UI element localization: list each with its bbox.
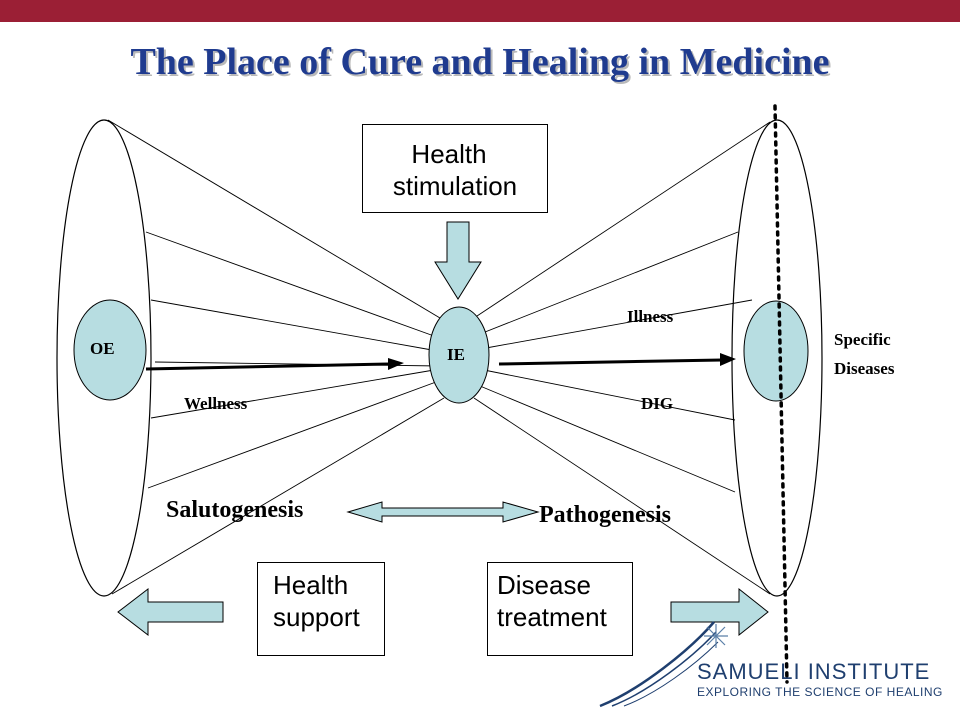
specific-diseases-label-1: Specific [834, 330, 891, 349]
disease-treatment-box: Disease treatment [487, 562, 633, 656]
slide-title: The Place of Cure and Healing in Medicin… [130, 41, 830, 83]
health-support-line-1: Health [273, 570, 349, 600]
top-bar [0, 0, 960, 22]
health-stimulation-box: Health stimulation [362, 124, 548, 213]
dig-label: DIG [641, 394, 674, 413]
right-cone-lines [473, 121, 771, 595]
disease-treatment-line-2: treatment [497, 602, 607, 632]
specific-diseases-label-2: Diseases [834, 359, 895, 378]
logo-name: SAMUELI INSTITUTE [697, 659, 931, 684]
double-headed-arrow [346, 501, 540, 523]
dotted-divider [773, 104, 789, 684]
down-block-arrow [434, 221, 482, 300]
health-stimulation-line-2: stimulation [392, 171, 518, 201]
health-stimulation-line-1: Health [411, 139, 487, 169]
samueli-logo-mark [599, 621, 728, 708]
wellness-arrow [145, 362, 391, 371]
left-cone-lines [107, 119, 445, 595]
health-support-box: Health support [257, 562, 385, 656]
oe-label: OE [90, 339, 115, 358]
ie-node [428, 306, 490, 404]
illness-arrow [498, 358, 723, 366]
logo-tagline: EXPLORING THE SCIENCE OF HEALING [697, 685, 943, 699]
salutogenesis-label: Salutogenesis [166, 497, 304, 523]
disease-treatment-line-1: Disease [497, 570, 591, 600]
illness-label: Illness [627, 307, 674, 326]
health-support-line-2: support [273, 602, 360, 632]
specific-diseases-node [743, 300, 809, 402]
wellness-label: Wellness [184, 394, 248, 413]
oe-node [73, 299, 147, 401]
pathogenesis-label: Pathogenesis [539, 502, 671, 528]
right-block-arrow [670, 587, 769, 637]
left-block-arrow [117, 587, 224, 637]
ie-label: IE [447, 345, 465, 364]
